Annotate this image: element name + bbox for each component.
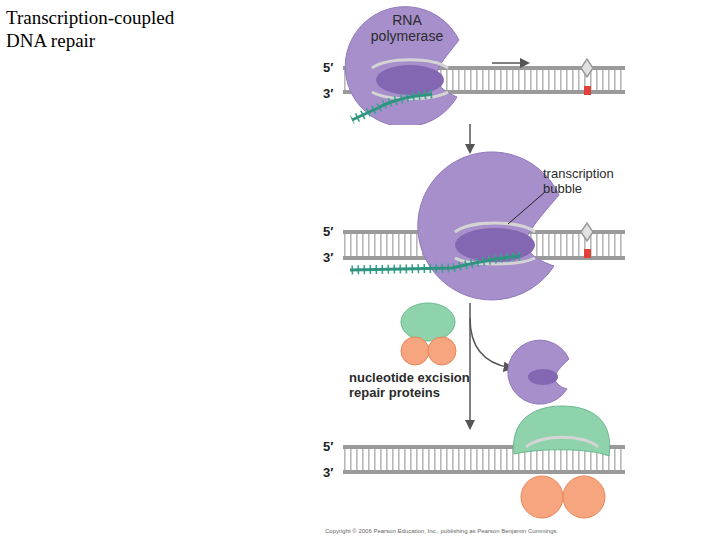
repair-complex-part (563, 476, 605, 518)
node-label: RNA polymerase (368, 12, 446, 44)
step-arrow (470, 124, 471, 152)
strand-end: 5′ (323, 60, 333, 75)
stalled-polymerase (418, 152, 559, 300)
dna-lesion (581, 59, 593, 95)
transcription-bubble-part (372, 60, 448, 68)
released-polymerase (508, 340, 569, 404)
polymerase-channel (376, 65, 444, 95)
rna-transcript-part (350, 256, 520, 270)
callout-label: transcription bubble (543, 166, 643, 196)
repair-proteins-part (401, 303, 455, 341)
component-label: nucleotide excision repair proteins (349, 370, 484, 400)
copyright-note: Copyright © 2006 Pearson Education, Inc.… (325, 527, 558, 535)
polymerase-body (345, 7, 459, 125)
repair-complex-part (526, 437, 598, 447)
stalled-polymerase-part (418, 152, 559, 300)
repair-complex (514, 406, 610, 518)
strand-end: 3′ (323, 250, 333, 265)
transcription-bubble (372, 60, 448, 99)
step-arrow-part (469, 124, 471, 152)
repair-proteins-part (401, 337, 429, 365)
dna-lesion-part (581, 223, 593, 241)
stalled-polymerase-part (455, 223, 535, 232)
step-arrow-part (470, 318, 512, 368)
dna-lesion-part (584, 86, 591, 95)
repair-complex-part (514, 406, 610, 456)
direction-arrow (492, 63, 528, 64)
dna-lesion-part (584, 249, 591, 258)
direction-arrow-part (492, 62, 528, 64)
repair-complex-part (521, 476, 563, 518)
strand-end: 3′ (323, 86, 333, 101)
dna-helix-part (343, 470, 625, 474)
diagram-title: Transcription-coupled DNA repair (6, 6, 196, 52)
rna-transcript (352, 94, 432, 120)
rna-transcript (350, 256, 520, 270)
repair-proteins-part (428, 337, 456, 365)
dna-helix-part (343, 449, 625, 470)
rna-polymerase: RNA polymerase (340, 0, 475, 125)
rna-transcript-part (352, 94, 432, 120)
transcription-bubble-part (372, 92, 448, 99)
step-arrow (470, 303, 512, 428)
dna-lesion-part (581, 59, 593, 77)
leader-line (508, 192, 545, 224)
strand-end: 5′ (323, 439, 333, 454)
dna-lesion (581, 223, 593, 258)
strand-end: 3′ (323, 465, 333, 480)
released-polymerase-part (508, 340, 569, 404)
strand-end: 5′ (323, 224, 333, 239)
released-polymerase-part (528, 369, 558, 385)
leader-line-part (508, 192, 545, 224)
rna-transcript-part (350, 256, 520, 270)
repair-proteins (401, 303, 456, 365)
rna-transcript-part (352, 94, 432, 120)
